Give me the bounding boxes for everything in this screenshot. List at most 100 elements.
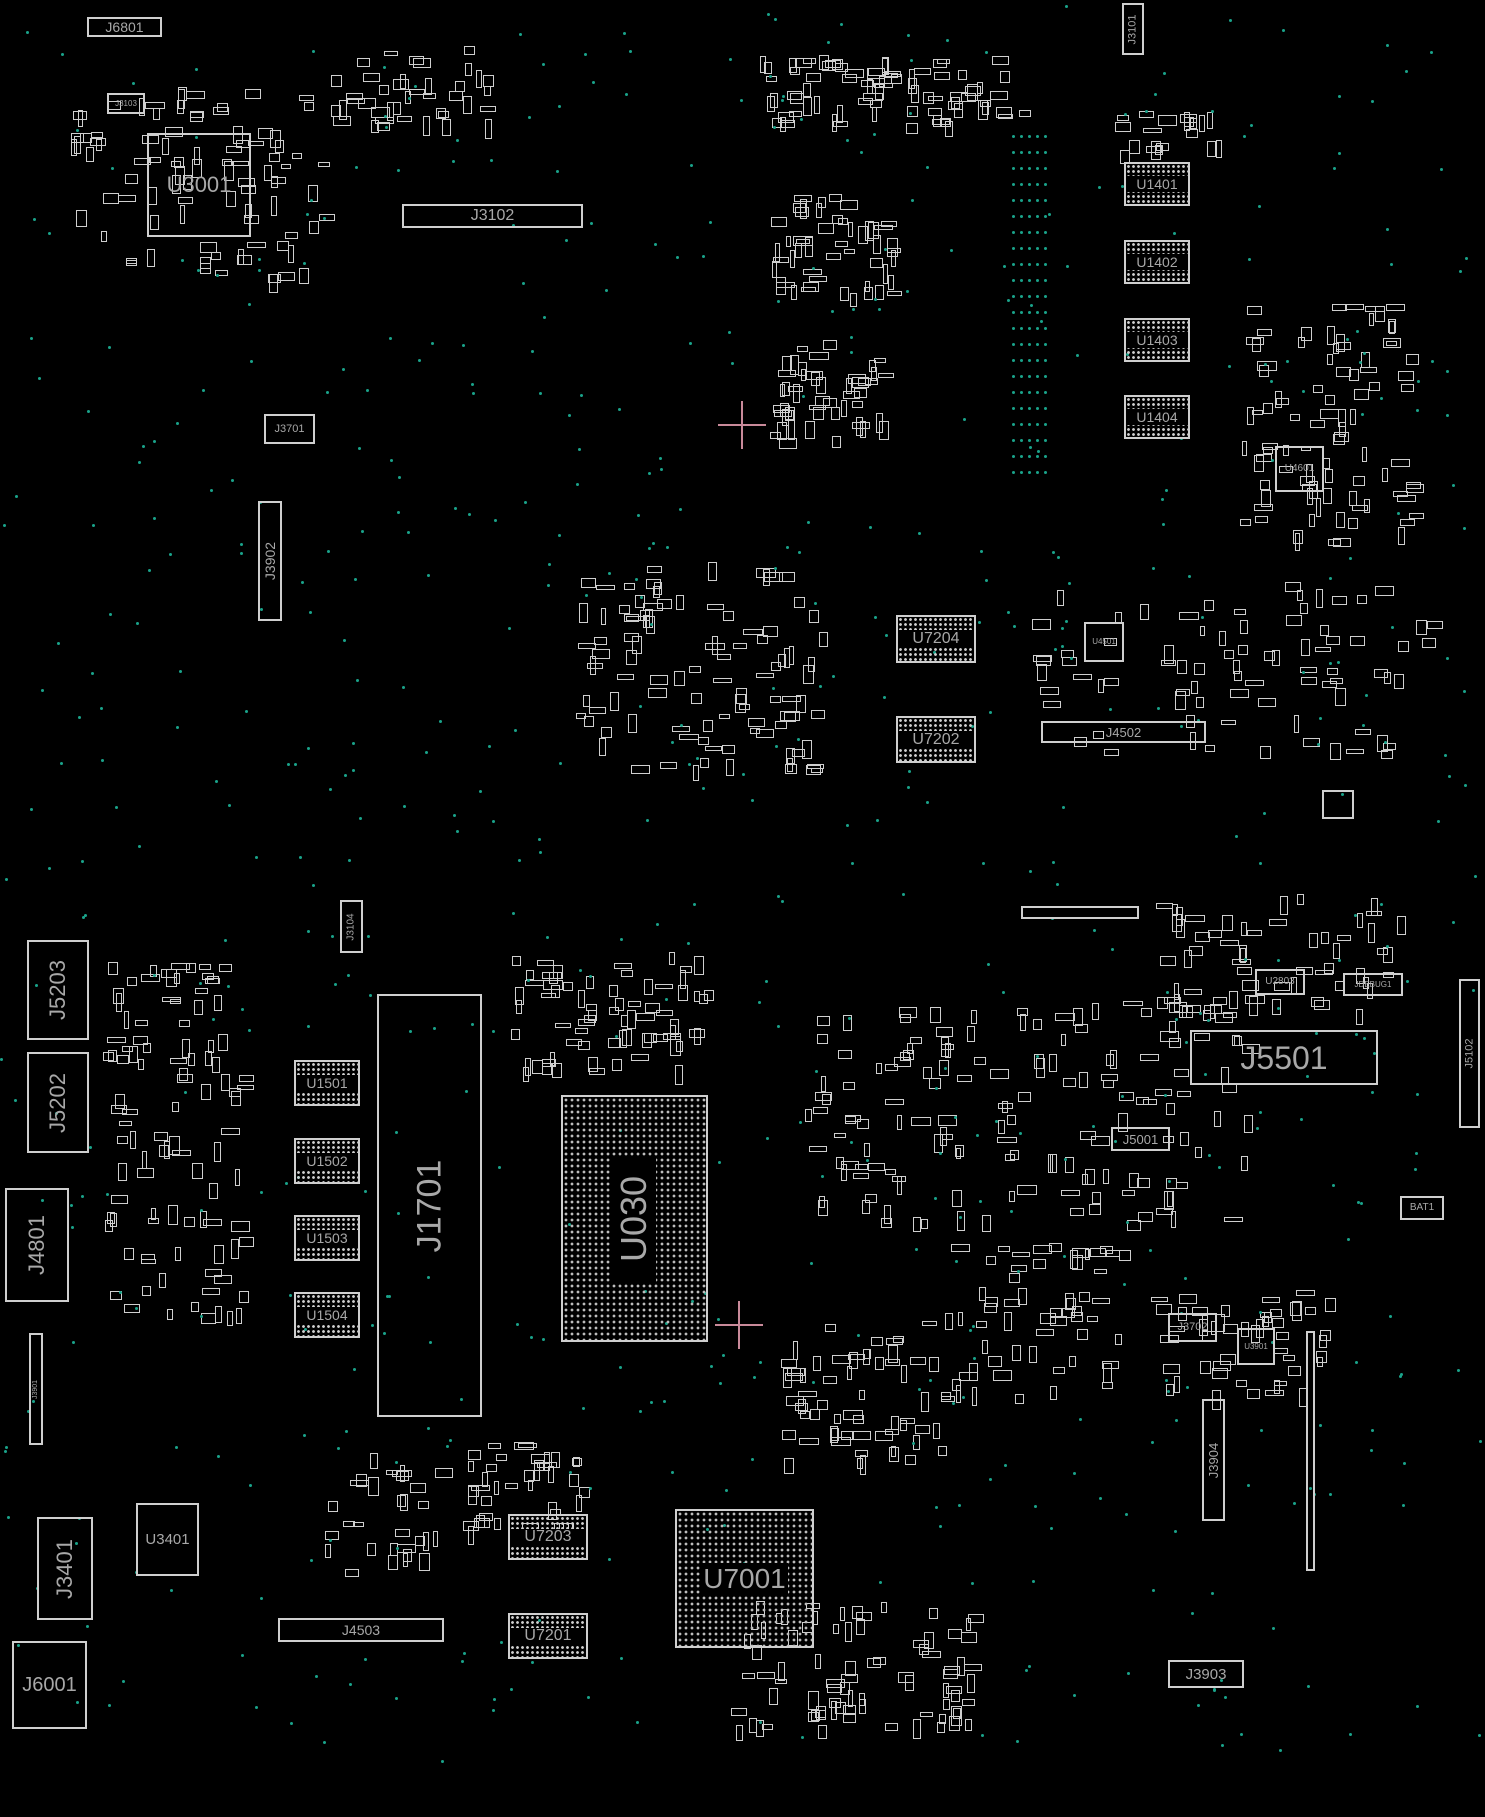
smd-pad <box>1375 306 1386 323</box>
component-J3904[interactable]: J3904 <box>1202 1399 1225 1521</box>
via-dot <box>1036 439 1039 442</box>
via-dot <box>77 715 81 719</box>
component-J3903[interactable]: J3903 <box>1168 1660 1244 1688</box>
smd-pad <box>244 88 261 100</box>
component-J6801[interactable]: J6801 <box>87 17 162 37</box>
component-U1501[interactable]: U1501 <box>294 1060 360 1106</box>
component-U7201[interactable]: U7201 <box>508 1613 588 1659</box>
component-J3901[interactable]: J3901 <box>29 1333 43 1445</box>
via-dot <box>1028 151 1031 154</box>
via-dot <box>1028 279 1031 282</box>
component-J4503[interactable]: J4503 <box>278 1618 444 1642</box>
component-U4501[interactable]: U4501 <box>1084 622 1124 662</box>
component-U4601[interactable]: U4601 <box>1275 446 1324 492</box>
component-U1403[interactable]: U1403 <box>1124 318 1190 362</box>
via-dot <box>634 578 638 582</box>
component-U1404[interactable]: U1404 <box>1124 395 1190 439</box>
component-U7203[interactable]: U7203 <box>508 1514 588 1560</box>
smd-pad <box>454 80 465 92</box>
component-unlabeled-connector[interactable] <box>1021 906 1139 919</box>
smd-pad <box>1190 680 1198 695</box>
smd-pad <box>1017 1184 1037 1196</box>
smd-pad <box>1001 1101 1009 1114</box>
smd-pad <box>248 140 265 147</box>
component-J3103[interactable]: J3103 <box>107 93 145 114</box>
component-U7204[interactable]: U7204 <box>896 615 976 663</box>
via-dot <box>912 1442 916 1446</box>
component-J3702[interactable]: J3702 <box>1168 1313 1217 1342</box>
smd-pad <box>927 95 944 102</box>
component-J3701[interactable]: J3701 <box>264 414 315 444</box>
via-dot <box>780 899 784 903</box>
smd-pad <box>226 191 237 208</box>
component-J5001[interactable]: J5001 <box>1111 1127 1170 1151</box>
smd-pad <box>692 765 700 781</box>
via-dot <box>1028 471 1031 474</box>
component-J3401[interactable]: J3401 <box>37 1517 93 1620</box>
component-J5202[interactable]: J5202 <box>27 1052 89 1153</box>
component-J3101[interactable]: J3101 <box>1122 3 1144 55</box>
smd-pad <box>755 728 774 739</box>
via-dot <box>625 93 629 97</box>
component-J3102[interactable]: J3102 <box>402 204 583 228</box>
smd-pad <box>595 584 616 591</box>
component-JDEBUG1[interactable]: JDEBUG1 <box>1343 973 1403 996</box>
component-U1504[interactable]: U1504 <box>294 1292 360 1338</box>
component-J5102[interactable]: J5102 <box>1459 979 1480 1128</box>
smd-pad <box>831 214 843 224</box>
component-U1503[interactable]: U1503 <box>294 1215 360 1261</box>
smd-pad <box>209 1182 218 1200</box>
component-U3901[interactable]: U3901 <box>1237 1328 1275 1365</box>
component-J6001[interactable]: J6001 <box>12 1641 87 1729</box>
component-U1502[interactable]: U1502 <box>294 1138 360 1184</box>
component-J3902[interactable]: J3902 <box>258 501 282 621</box>
component-U7001[interactable]: U7001 <box>675 1509 814 1648</box>
via-dot <box>1028 311 1031 314</box>
component-U1401[interactable]: U1401 <box>1124 162 1190 206</box>
component-U3401[interactable]: U3401 <box>136 1503 199 1576</box>
component-unlabeled-pad[interactable] <box>1322 790 1354 819</box>
component-U030-cpu[interactable]: U030 <box>561 1095 708 1342</box>
component-J5203[interactable]: J5203 <box>27 940 89 1040</box>
via-dot <box>658 457 662 461</box>
via-dot <box>719 1381 723 1385</box>
component-long-connector[interactable] <box>1306 1331 1315 1571</box>
smd-pad <box>423 1532 430 1552</box>
smd-pad <box>1143 127 1163 133</box>
smd-pad <box>774 242 780 263</box>
via-dot <box>799 117 803 121</box>
via-dot <box>25 30 29 34</box>
component-J5501[interactable]: J5501 <box>1190 1030 1378 1085</box>
smd-pad <box>854 1164 869 1170</box>
smd-pad <box>655 983 674 990</box>
smd-pad <box>1306 463 1313 483</box>
via-dot <box>969 1328 973 1332</box>
via-dot <box>1028 343 1031 346</box>
component-J3104[interactable]: J3104 <box>340 900 363 953</box>
component-J4502[interactable]: J4502 <box>1041 721 1206 743</box>
component-J1701[interactable]: J1701 <box>377 994 482 1417</box>
component-U1402[interactable]: U1402 <box>1124 240 1190 284</box>
via-dot <box>1029 870 1033 874</box>
via-dot <box>1203 1073 1207 1077</box>
component-BAT1[interactable]: BAT1 <box>1400 1196 1444 1220</box>
via-dot <box>1429 51 1433 55</box>
via-dot <box>810 1262 814 1266</box>
smd-pad <box>225 145 243 154</box>
component-J4801[interactable]: J4801 <box>5 1188 69 1302</box>
smd-pad <box>875 1357 884 1371</box>
smd-pad <box>1287 1365 1301 1377</box>
smd-pad <box>624 583 636 591</box>
via-dot <box>1020 423 1023 426</box>
smd-pad <box>705 642 725 650</box>
component-U3001[interactable]: U3001 <box>147 133 251 237</box>
smd-pad <box>552 1062 562 1078</box>
component-U2803[interactable]: U2803 <box>1255 969 1305 995</box>
smd-pad <box>126 260 138 267</box>
smd-pad <box>510 1029 520 1041</box>
component-U7202[interactable]: U7202 <box>896 716 976 763</box>
smd-pad <box>1173 982 1180 1001</box>
via-dot <box>1040 320 1044 324</box>
via-dot <box>811 1381 815 1385</box>
